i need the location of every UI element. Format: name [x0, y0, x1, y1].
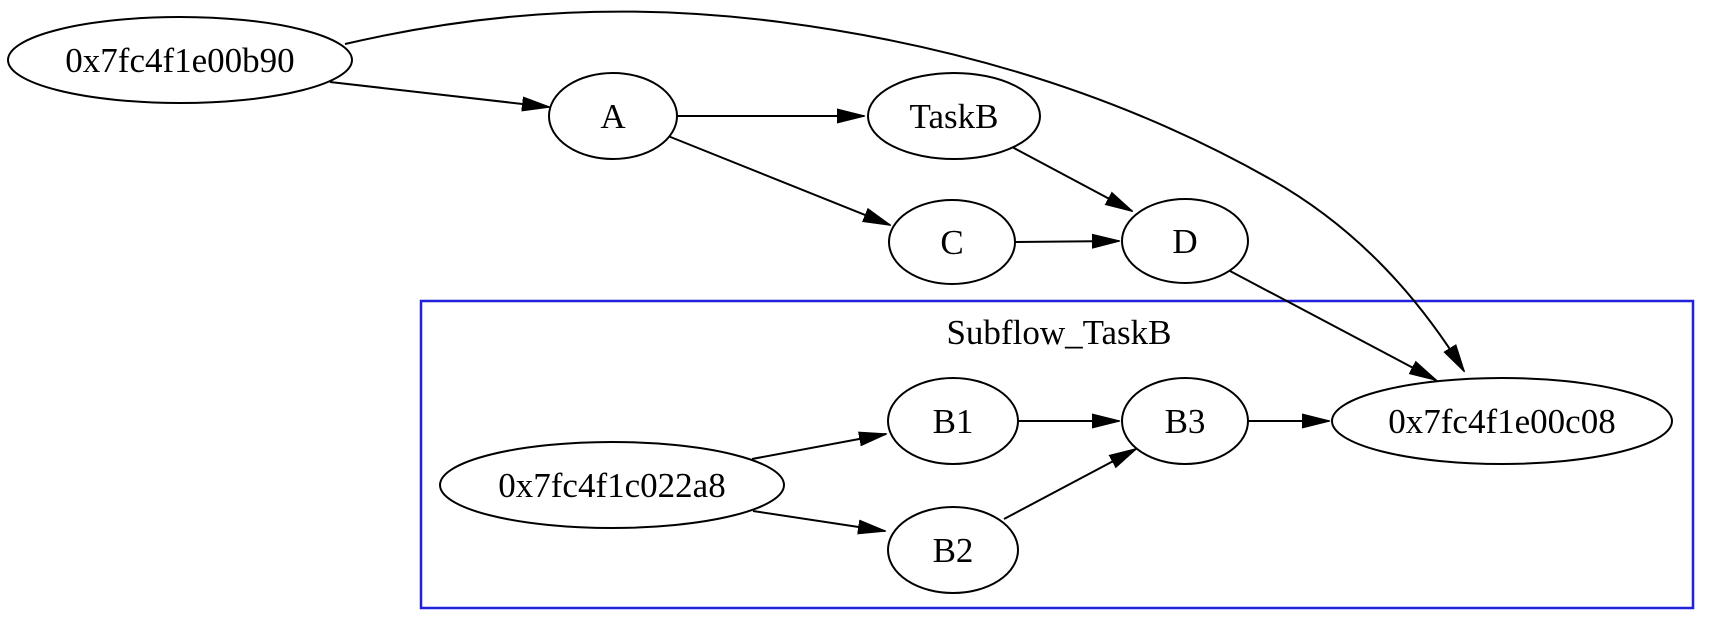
edge-start2-b2 [752, 510, 885, 531]
node-a: A [548, 72, 678, 160]
node-b1: B1 [887, 377, 1019, 465]
edge-start2-b1 [751, 434, 886, 460]
node-d-label: D [1172, 222, 1197, 261]
node-a-label: A [600, 97, 626, 136]
node-start-main: 0x7fc4f1e00b90 [7, 16, 353, 104]
node-end-label: 0x7fc4f1e00c08 [1388, 402, 1615, 441]
node-end: 0x7fc4f1e00c08 [1331, 377, 1673, 465]
edge-b2-b3 [1003, 449, 1136, 520]
subflow-cluster-label: Subflow_TaskB [946, 313, 1171, 352]
node-start-main-label: 0x7fc4f1e00b90 [65, 41, 294, 80]
edge-start1-end [344, 10, 1464, 371]
edge-a-c [667, 135, 890, 226]
node-taskb-label: TaskB [910, 97, 999, 136]
edge-start1-a [329, 81, 549, 107]
node-start-sub-label: 0x7fc4f1c022a8 [498, 466, 725, 505]
node-c: C [888, 199, 1016, 285]
node-d: D [1121, 198, 1249, 284]
edge-c-d [1014, 241, 1119, 242]
node-b1-label: B1 [933, 402, 974, 441]
subflow-cluster-box [419, 299, 1695, 610]
node-b3: B3 [1121, 377, 1249, 465]
edges-layer [329, 10, 1464, 531]
node-start-sub: 0x7fc4f1c022a8 [439, 441, 785, 529]
node-b2: B2 [887, 506, 1019, 594]
node-b3-label: B3 [1165, 402, 1206, 441]
node-taskb: TaskB [867, 72, 1041, 160]
node-c-label: C [940, 223, 963, 262]
node-b2-label: B2 [933, 531, 974, 570]
edge-taskb-d [1011, 146, 1132, 211]
edge-d-end [1229, 270, 1436, 380]
